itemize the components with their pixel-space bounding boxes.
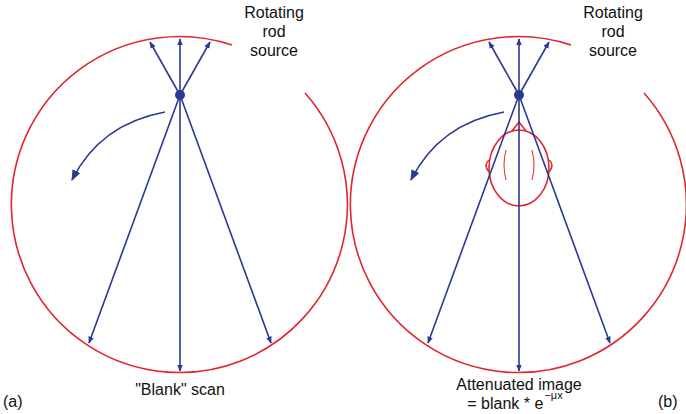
source-label: Rotating rod source: [242, 3, 306, 60]
panel-letter: (a): [3, 392, 23, 411]
formula: = blank * e: [467, 394, 543, 413]
detector-ring: [11, 37, 347, 373]
panel-letter: (b): [658, 392, 678, 411]
formula-exponent: −μx: [544, 389, 562, 401]
beam-arrows: [89, 39, 271, 371]
panel-a: [11, 37, 347, 373]
source-label: Rotating rod source: [581, 3, 645, 60]
beam-arrows: [428, 39, 610, 371]
detector-ring: [350, 37, 686, 373]
panel-b: [350, 37, 686, 373]
rotation-arrow: [411, 112, 504, 180]
rod-source-dot: [514, 90, 524, 100]
scan-caption: "Blank" scan: [135, 380, 225, 399]
rotation-arrow: [72, 112, 165, 180]
rod-source-dot: [175, 90, 185, 100]
scan-caption: Attenuated image: [456, 375, 581, 394]
